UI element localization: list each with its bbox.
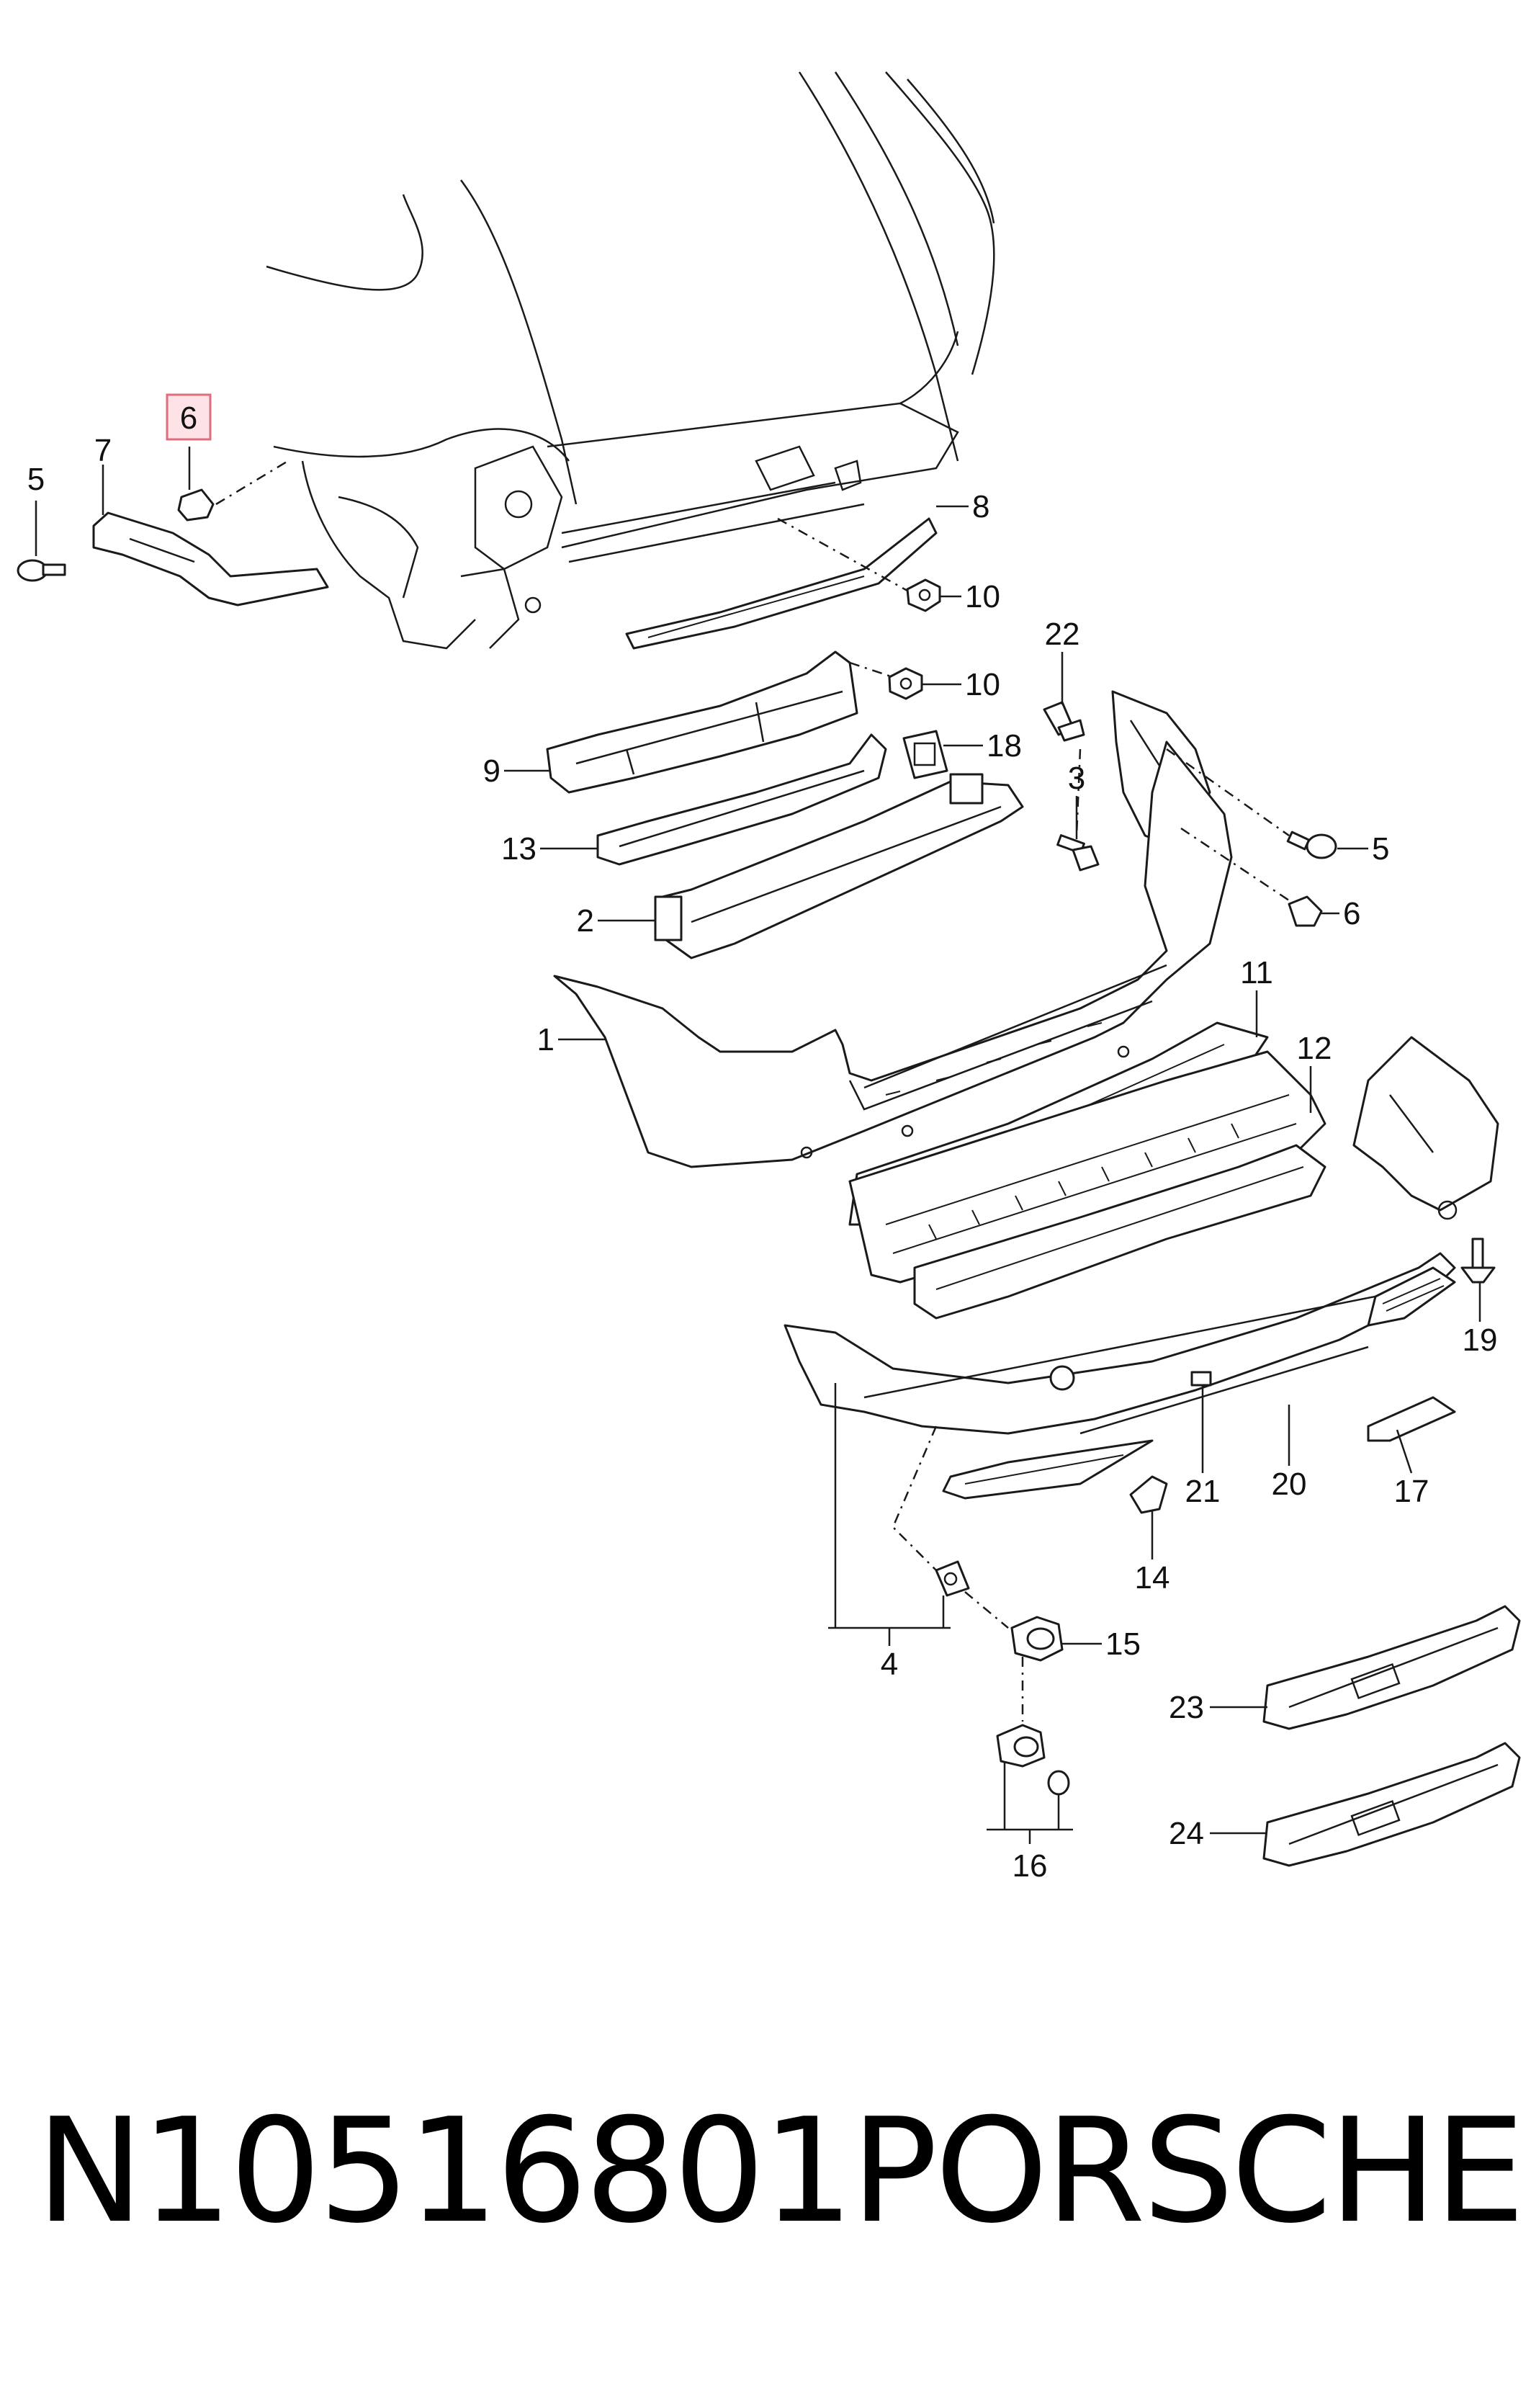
label-12: 12 [1297,1031,1332,1066]
part-15-parking-sensor [1010,1616,1064,1662]
label-11: 11 [1240,955,1273,990]
part-14-cover-cap [1129,1475,1168,1514]
part-22-bracket [1043,701,1085,742]
label-13: 13 [501,831,536,867]
part-19-screw [1460,1237,1496,1284]
part-7-side-bracket [92,511,329,607]
label-5-right: 5 [1372,831,1389,867]
caption-footer: N10516801 PORSCHE [0,2089,1531,2255]
part-17-trim-strip [1367,1396,1456,1442]
label-6-highlighted: 6 [180,400,197,436]
part-12-diffuser [848,1050,1326,1284]
right-extension-panel [1352,1036,1499,1212]
part-21-clip [1190,1371,1212,1387]
label-16: 16 [1013,1848,1048,1884]
label-21: 21 [1185,1474,1221,1509]
parts-exploded-diagram: 5 7 6 8 10 10 22 9 18 3 5 13 6 2 11 1 12… [17,71,1521,1884]
callout-labels: 5 7 6 8 10 10 22 9 18 3 5 13 6 2 11 1 12… [27,400,1498,1884]
highlighted-part-marker [166,393,212,441]
label-3: 3 [1068,761,1085,796]
part-3-bolt [1056,834,1100,872]
part-13-lower-bracket [596,733,887,866]
part-8-upper-strip [625,517,938,650]
part-20-lower-valance [784,1252,1456,1435]
part-4-sensor-bracket [935,1560,970,1597]
label-15: 15 [1105,1626,1141,1662]
label-19: 19 [1463,1322,1498,1358]
label-2: 2 [577,903,594,939]
label-24: 24 [1169,1816,1204,1851]
label-7: 7 [94,433,112,468]
part-6-clip-right [1288,895,1323,927]
part-18-mounting-plate [902,730,948,779]
part-5-screw-right [1286,831,1337,859]
label-6-right: 6 [1343,896,1360,931]
part-number: N10516801 [36,2087,854,2255]
label-8: 8 [972,489,989,524]
label-1: 1 [537,1022,555,1057]
label-23: 23 [1169,1690,1204,1725]
label-9: 9 [483,753,500,789]
label-5-left: 5 [27,462,45,497]
label-10-lower: 10 [965,667,1000,702]
car-body-outline [266,71,995,650]
label-10-upper: 10 [965,579,1000,614]
brand-name: PORSCHE [850,2087,1525,2255]
part-1-bumper-cover [553,740,1233,1168]
part-2-bumper-beam [661,780,1024,959]
part-6-clip-left [177,488,215,522]
label-14: 14 [1135,1560,1170,1595]
label-4: 4 [881,1647,898,1682]
label-18: 18 [987,728,1022,764]
label-22: 22 [1045,617,1080,652]
label-17: 17 [1394,1474,1429,1509]
part-12-lower-section [913,1144,1326,1320]
leader-lines [35,447,1481,1844]
part-9-crossmember [546,650,858,794]
part-10-nut-b [888,667,923,700]
label-20: 20 [1272,1467,1307,1502]
part-5-screw-left [17,559,66,582]
part-10-nut-a [906,578,941,612]
part-16-sensor-set [996,1724,1070,1796]
